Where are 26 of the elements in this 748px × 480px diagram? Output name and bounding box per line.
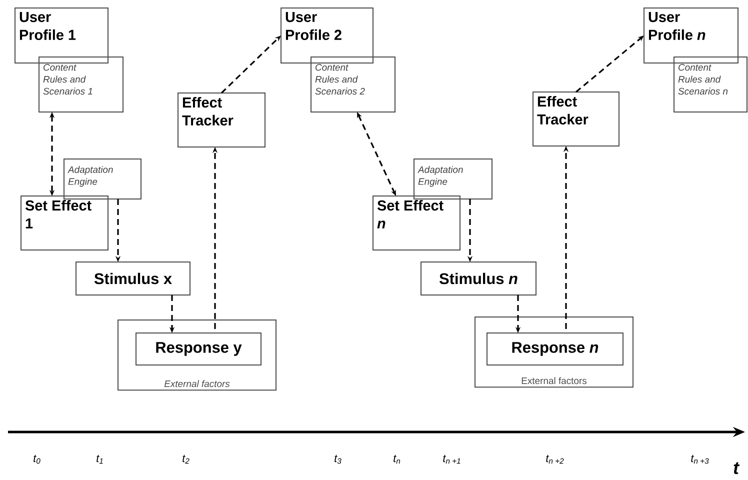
- user-profile-box: User Profile 1: [14, 8, 108, 64]
- axis-label: t: [734, 462, 740, 474]
- set-effect-box: Set Effect 1: [20, 196, 108, 250]
- stimulus-box: Stimulus n: [420, 262, 536, 296]
- rules-box: Content Rules and Scenarios 2: [310, 56, 396, 112]
- adaptation-engine-box: Adaptation Engine: [414, 158, 492, 200]
- tick-label: t$_{3}$: [334, 454, 342, 464]
- rules-box: Content Rules and Scenarios n: [674, 56, 748, 112]
- tick-label: t$_{n}$: [394, 454, 400, 464]
- tick-label: t$_{n +2}$: [546, 454, 564, 464]
- tick-label: t$_{1}$: [96, 454, 103, 464]
- tick-label: t$_{0}$: [34, 454, 40, 464]
- stimulus-box: Stimulus x: [76, 262, 190, 296]
- tick-label: t$_{2}$: [182, 454, 190, 464]
- set-effect-box: Set Effect n: [372, 196, 460, 250]
- effect-tracker-box: Effect Tracker: [178, 92, 266, 148]
- user-profile-box: User Profile n: [644, 8, 738, 64]
- adaptation-engine-box: Adaptation Engine: [64, 158, 142, 200]
- tick-label: t$_{n +1}$: [443, 454, 460, 464]
- effect-tracker-box: Effect Tracker: [532, 92, 620, 146]
- response-box: Response y: [136, 332, 262, 366]
- rules-box: Content Rules and Scenarios 1: [38, 56, 124, 112]
- user-profile-box: User Profile 2: [280, 8, 374, 64]
- dashed-arrow: [220, 36, 281, 94]
- tick-label: t$_{n +3}$: [691, 454, 709, 464]
- response-box: Response n: [486, 332, 624, 366]
